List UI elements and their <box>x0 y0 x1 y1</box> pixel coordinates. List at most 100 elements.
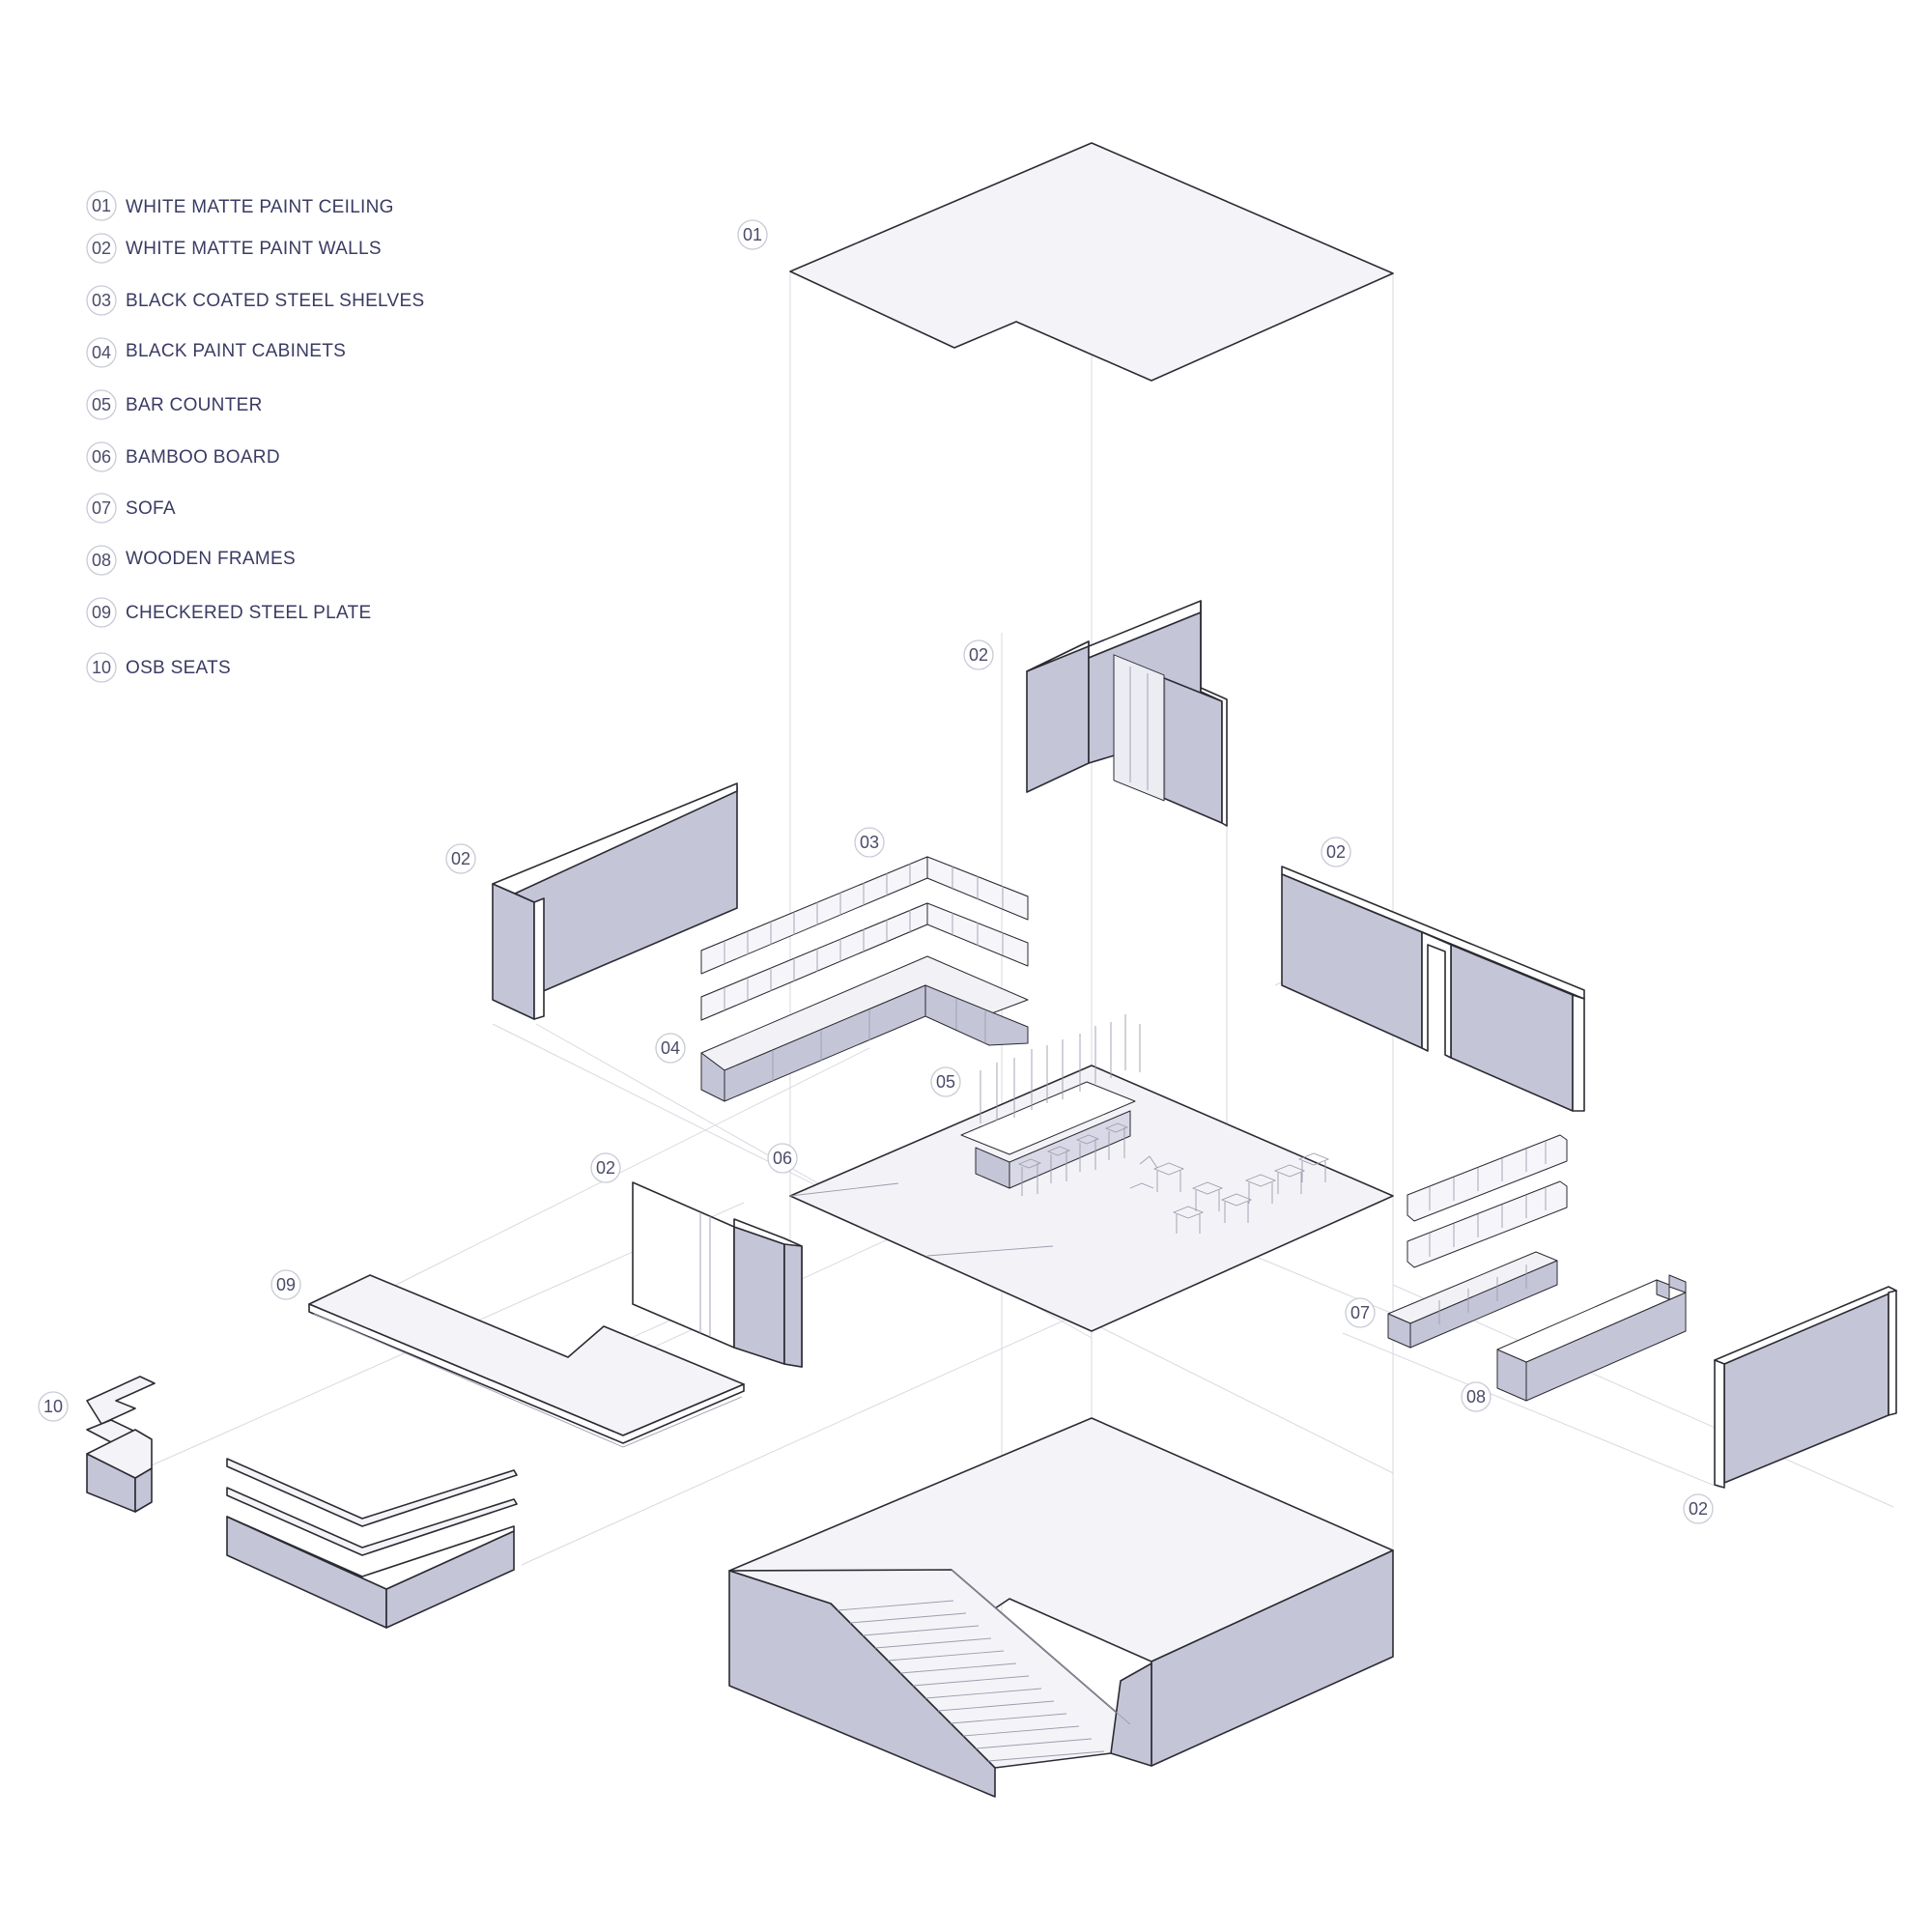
black-paint-cabinets: 04 <box>655 955 1029 1102</box>
chair <box>1172 1206 1205 1234</box>
callout-sofa: 07 <box>1350 1303 1370 1322</box>
steel-shelves-right <box>1406 1134 1568 1268</box>
legend-number: 07 <box>92 498 111 518</box>
wall-door-opening <box>1421 931 1452 1059</box>
callout-bar: 05 <box>936 1072 955 1092</box>
sofa-face <box>1409 1260 1558 1349</box>
shelf-level-2 <box>700 902 1029 1021</box>
legend-item-01: 01 WHITE MATTE PAINT CEILING <box>86 190 393 221</box>
wall-face <box>1450 944 1574 1112</box>
shelf-grid <box>1429 1141 1547 1210</box>
legend-number: 01 <box>92 196 111 215</box>
dining-chairs <box>1129 1152 1330 1234</box>
floor-guide <box>789 1182 899 1197</box>
callout-bubble <box>767 1143 798 1174</box>
legend-number-bubble <box>86 337 117 368</box>
guide-line <box>395 1047 870 1286</box>
legend-number: 05 <box>92 395 111 414</box>
floor-board-top <box>789 1065 1394 1332</box>
legend-number-bubble <box>86 652 117 683</box>
stair-tread <box>837 1600 1105 1762</box>
legend-number-bubble <box>86 441 117 472</box>
cabinet-front <box>924 984 1029 1046</box>
callout-wall-right: 02 <box>1326 842 1346 862</box>
chair <box>1297 1152 1330 1182</box>
bar-stool <box>1046 1146 1071 1183</box>
bar-counter: 05 <box>930 1014 1330 1234</box>
chair <box>1191 1181 1224 1211</box>
legend-number-bubble <box>86 285 117 316</box>
shelf-level-1 <box>700 856 1029 975</box>
bar-face <box>1009 1110 1131 1189</box>
callout-bubble <box>270 1269 301 1300</box>
checkered-steel-plate: 09 <box>270 1269 745 1448</box>
legend-label: WOODEN FRAMES <box>126 549 296 569</box>
cabinet-door-lines <box>772 999 986 1081</box>
legend-number: 09 <box>92 603 111 622</box>
legend-number: 10 <box>92 658 111 677</box>
chair <box>1129 1155 1158 1189</box>
legend-label: BAMBOO BOARD <box>126 447 280 468</box>
ceiling-slab: 01 <box>737 142 1394 382</box>
callout-plate: 09 <box>276 1275 296 1294</box>
bar-stool <box>1104 1122 1129 1160</box>
plate-thickness <box>308 1303 745 1444</box>
wall-face <box>733 1226 785 1365</box>
wall-end-face <box>783 1243 803 1368</box>
bar-stool <box>1075 1134 1100 1172</box>
wall-side-edge <box>1200 600 1228 827</box>
callout-bubble <box>854 827 885 858</box>
callout-bubble <box>1461 1381 1492 1412</box>
chair <box>1273 1164 1306 1194</box>
legend-number: 02 <box>92 239 111 258</box>
chair <box>1152 1162 1185 1192</box>
frame-upright <box>1656 1279 1670 1300</box>
callout-bubble <box>1321 837 1351 867</box>
callout-bubble <box>737 219 768 250</box>
callout-bubble <box>655 1033 686 1064</box>
callout-seats: 10 <box>43 1397 63 1416</box>
legend-item-03: 03 BLACK COATED STEEL SHELVES <box>86 285 424 316</box>
osb-bench-top <box>226 1516 515 1590</box>
wall-back: 02 <box>963 600 1228 827</box>
floor-guide <box>926 1245 1054 1257</box>
callout-bubble <box>1345 1297 1376 1328</box>
callout-bubble <box>38 1391 69 1422</box>
base-left-face <box>728 1570 996 1798</box>
callout-bubble <box>1683 1493 1714 1524</box>
callout-ceiling: 01 <box>743 225 762 244</box>
legend-item-02: 02 WHITE MATTE PAINT WALLS <box>86 233 382 264</box>
bar-stools <box>1017 1122 1129 1196</box>
callout-cabinets: 04 <box>661 1038 680 1058</box>
legend-number: 06 <box>92 447 111 467</box>
shelf-grid <box>724 864 1004 964</box>
frame-upright <box>1668 1274 1687 1293</box>
legend-number-bubble <box>86 493 117 524</box>
wall-mid: 02 <box>590 1152 803 1368</box>
wooden-frames: 08 <box>1461 1274 1687 1412</box>
chair <box>1244 1174 1277 1204</box>
legend-label: SOFA <box>126 498 176 519</box>
guide-line <box>1392 1284 1894 1508</box>
legend-number-bubble <box>86 190 117 221</box>
callout-shelves: 03 <box>860 833 879 852</box>
callout-wall-back: 02 <box>969 645 988 665</box>
wall-far-right: 02 <box>1683 1286 1897 1524</box>
legend-number: 04 <box>92 343 111 362</box>
shelf-face <box>700 902 928 1021</box>
stair-stringer <box>951 1569 1131 1725</box>
bamboo-board-floor: 06 <box>767 1065 1394 1332</box>
shelf-grid <box>724 910 1004 1010</box>
wall-face <box>1026 640 1090 793</box>
legend-item-07: 07 SOFA <box>86 493 176 524</box>
legend-label: OSB SEATS <box>126 658 231 678</box>
legend-label: BAR COUNTER <box>126 395 263 415</box>
pendant-lights <box>980 1014 1141 1123</box>
base-volume-with-stair <box>728 1417 1394 1798</box>
wall-end-face <box>492 883 535 1020</box>
sofa: 07 <box>1345 1251 1558 1349</box>
shelf-frame <box>1406 1180 1568 1268</box>
legend-item-04: 04 BLACK PAINT CABINETS <box>86 337 346 368</box>
steel-shelves-upper: 03 <box>700 827 1029 1021</box>
